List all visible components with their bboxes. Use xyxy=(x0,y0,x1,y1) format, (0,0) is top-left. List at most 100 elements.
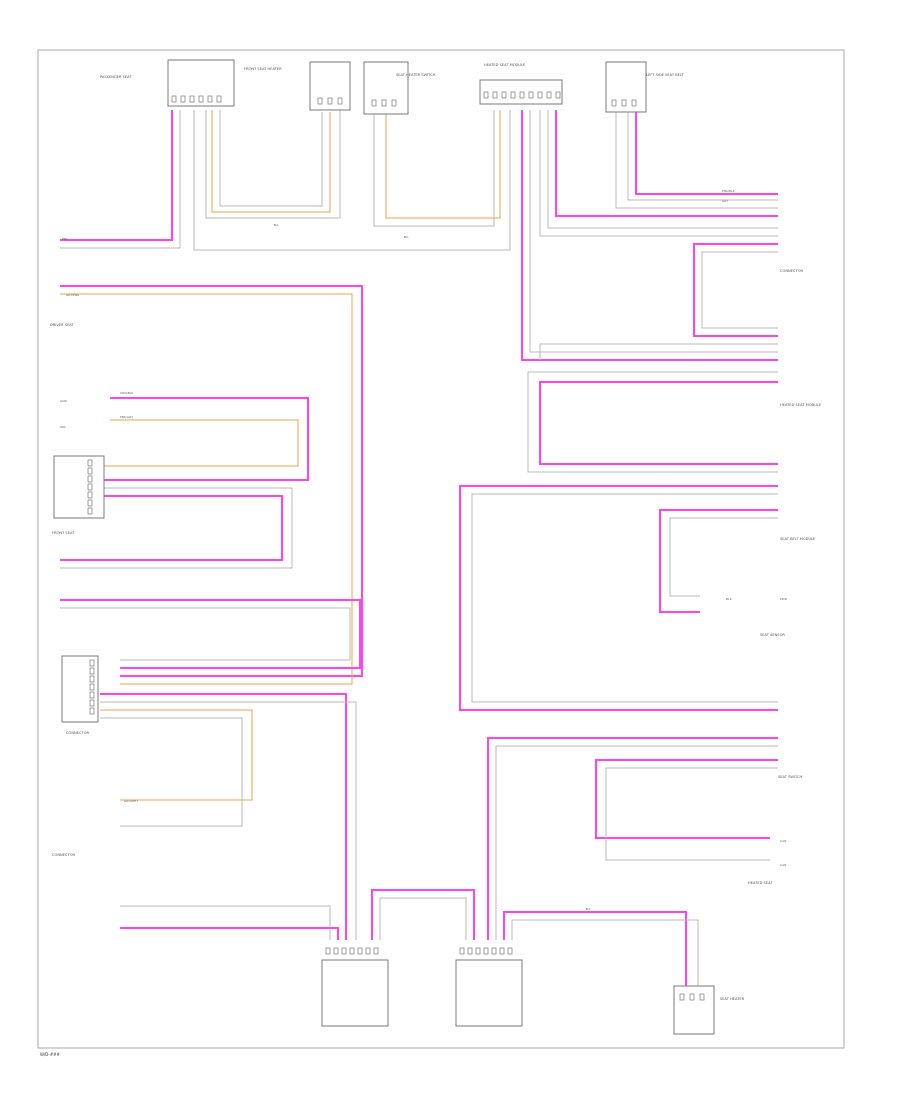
wire-orange xyxy=(385,110,501,219)
connector-bottom-b xyxy=(455,959,523,1027)
connector-pin xyxy=(459,947,465,955)
wire-pink xyxy=(60,599,361,669)
connector-pin xyxy=(325,947,331,955)
connector-pin xyxy=(621,99,627,107)
wire-label: GRY/WHT xyxy=(124,799,138,803)
component-label: DRIVER SEAT xyxy=(50,323,74,327)
connector-pin xyxy=(89,699,95,707)
connector-pin xyxy=(189,95,195,103)
component-label: SEAT BELT MODULE xyxy=(780,537,816,541)
ignition-label: IGN xyxy=(60,425,65,429)
connector-pin xyxy=(611,99,617,107)
connector-pin xyxy=(510,91,516,99)
component-label: FRONT SEAT HEATER xyxy=(244,67,282,71)
connector-pin xyxy=(337,97,343,105)
wire-gray xyxy=(669,517,778,597)
connector-pin xyxy=(381,99,387,107)
wire-layer xyxy=(60,110,778,986)
wire-label: ORN/BLK xyxy=(120,391,134,395)
component-label: SEAT SWITCH xyxy=(778,775,802,779)
connector-pin xyxy=(467,947,473,955)
wire-pink xyxy=(595,759,778,839)
wire-label: PNK/BLK xyxy=(722,189,736,193)
wire-pink xyxy=(60,285,363,677)
component-label: SEAT SENSOR xyxy=(760,633,785,637)
wire-pink xyxy=(659,509,778,613)
connector-pin xyxy=(483,947,489,955)
component-label: CONNECTOR xyxy=(52,853,76,857)
connector-pin xyxy=(357,947,363,955)
connector-pin xyxy=(87,499,93,507)
connector-pin xyxy=(537,91,543,99)
component-label: HEATED SEAT xyxy=(748,881,773,885)
connector-pin xyxy=(341,947,347,955)
diagram-frame xyxy=(37,49,845,1049)
wire-label: BLK xyxy=(726,597,733,601)
wire-gray xyxy=(193,110,511,251)
wire-gray xyxy=(701,251,778,329)
wire-label: GRY xyxy=(722,199,728,203)
wire-gray xyxy=(605,767,778,861)
connector-pin xyxy=(207,95,213,103)
wire-label: PNK xyxy=(62,237,69,241)
wire-pink xyxy=(459,485,778,711)
wire-gray xyxy=(529,110,778,353)
connector-pin xyxy=(555,91,561,99)
wire-gray xyxy=(379,897,467,940)
wire-gray xyxy=(219,110,323,207)
wire-gray xyxy=(60,110,181,249)
connector-pin xyxy=(371,99,377,107)
wire-gray xyxy=(373,110,495,227)
wire-orange xyxy=(211,110,331,213)
connector-pin xyxy=(89,667,95,675)
connector-pin xyxy=(501,91,507,99)
connector-pin xyxy=(349,947,355,955)
connector-pin xyxy=(87,507,93,515)
wire-label: PNK/GRY xyxy=(120,415,133,419)
connector-pin xyxy=(87,483,93,491)
connector-pin xyxy=(483,91,489,99)
wire-pink xyxy=(503,911,687,986)
connector-pin xyxy=(89,707,95,715)
wire-gray xyxy=(527,371,778,473)
wire-pink xyxy=(100,397,309,481)
can-label: CAN xyxy=(780,863,786,867)
connector-bottom-a xyxy=(321,959,389,1027)
connector-pin xyxy=(317,97,323,105)
wire-orange xyxy=(60,293,353,685)
wire-label: GRY/PNK xyxy=(66,293,80,297)
component-label: SEAT HEATER xyxy=(720,997,745,1001)
component-layer xyxy=(53,59,715,1035)
wire-gray xyxy=(547,110,778,229)
wire-gray xyxy=(60,487,293,569)
connector-pin xyxy=(216,95,222,103)
wire-gray xyxy=(471,493,778,703)
connector-pin xyxy=(631,99,637,107)
connector-pin xyxy=(492,91,498,99)
connector-pin xyxy=(689,993,695,1001)
connector-pin xyxy=(391,99,397,107)
connector-pin xyxy=(180,95,186,103)
wire-gray xyxy=(615,112,778,209)
wire-pink xyxy=(60,495,283,561)
wire-pink xyxy=(120,927,339,940)
ground-label: GND xyxy=(60,399,68,403)
wire-pink xyxy=(555,110,778,217)
can-label: CAN xyxy=(780,839,786,843)
connector-pin xyxy=(198,95,204,103)
wire-pink xyxy=(539,381,778,465)
connector-pin xyxy=(365,947,371,955)
connector-pin xyxy=(519,91,525,99)
connector-pin xyxy=(87,475,93,483)
connector-pin xyxy=(333,947,339,955)
component-label: SEAT HEATER SWITCH xyxy=(396,73,436,77)
connector-pin xyxy=(679,993,685,1001)
connector-pin xyxy=(499,947,505,955)
splice-label: B/L xyxy=(404,235,409,239)
connector-pin xyxy=(699,993,705,1001)
connector-pin xyxy=(507,947,513,955)
connector-pin xyxy=(89,691,95,699)
wire-pink xyxy=(693,243,778,337)
wire-gray xyxy=(100,701,357,940)
connector-pin xyxy=(327,97,333,105)
